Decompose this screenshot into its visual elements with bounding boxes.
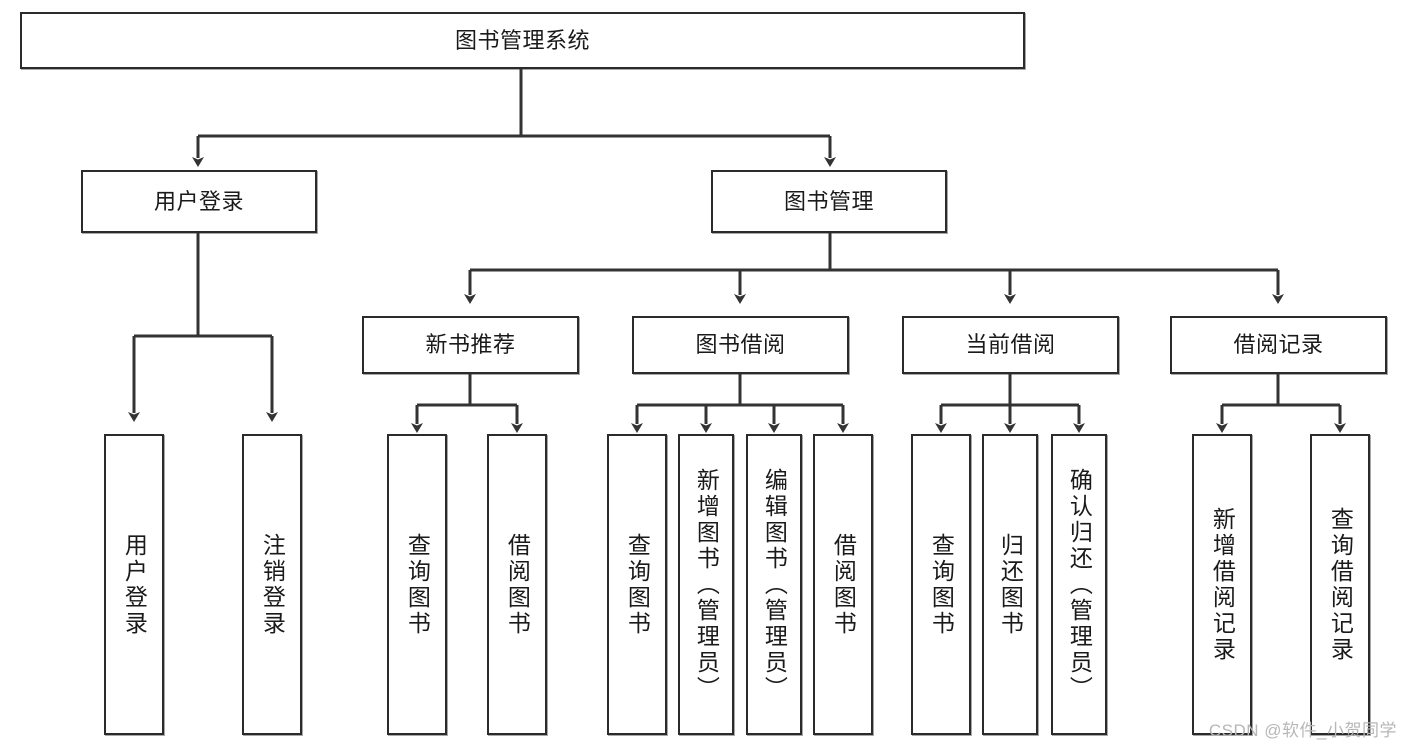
node-book-management[interactable]: 图书管理 — [711, 170, 947, 233]
node-label: 查询图书 — [624, 532, 651, 637]
node-label: 用户登录 — [153, 188, 244, 214]
node-root-book-management-system[interactable]: 图书管理系统 — [20, 12, 1025, 69]
leaf-query-book-recommend[interactable]: 查询图书 — [387, 434, 447, 735]
leaf-user-login[interactable]: 用户登录 — [104, 434, 164, 735]
leaf-edit-book-admin[interactable]: 编辑图书（管理员） — [746, 434, 802, 735]
node-label: 查询图书 — [404, 532, 431, 637]
leaf-query-book-current[interactable]: 查询图书 — [911, 434, 971, 735]
node-label: 用户登录 — [121, 532, 148, 637]
node-label: 归还图书 — [997, 532, 1024, 637]
node-borrow-record[interactable]: 借阅记录 — [1170, 316, 1387, 374]
node-label: 借阅图书 — [830, 532, 857, 637]
leaf-confirm-return-admin[interactable]: 确认归还（管理员） — [1051, 434, 1107, 735]
node-label: 图书借阅 — [695, 332, 786, 358]
node-label: 新书推荐 — [425, 332, 516, 358]
node-label: 查询图书 — [928, 532, 955, 637]
leaf-query-book-borrow[interactable]: 查询图书 — [607, 434, 667, 735]
leaf-return-book[interactable]: 归还图书 — [982, 434, 1038, 735]
node-book-borrow[interactable]: 图书借阅 — [632, 316, 849, 374]
leaf-add-book-admin[interactable]: 新增图书（管理员） — [678, 434, 734, 735]
node-current-borrow[interactable]: 当前借阅 — [902, 316, 1119, 374]
node-label: 当前借阅 — [965, 332, 1056, 358]
leaf-logout[interactable]: 注销登录 — [242, 434, 302, 735]
node-label: 图书管理系统 — [454, 27, 590, 53]
leaf-add-borrow-record[interactable]: 新增借阅记录 — [1192, 434, 1252, 735]
node-label: 确认归还（管理员） — [1066, 467, 1093, 702]
node-label: 编辑图书（管理员） — [761, 467, 788, 702]
node-label: 新增图书（管理员） — [693, 467, 720, 702]
leaf-borrow-book-recommend[interactable]: 借阅图书 — [487, 434, 547, 735]
node-label: 新增借阅记录 — [1209, 506, 1236, 663]
leaf-query-borrow-record[interactable]: 查询借阅记录 — [1310, 434, 1370, 735]
node-label: 注销登录 — [259, 532, 286, 637]
node-new-book-recommend[interactable]: 新书推荐 — [362, 316, 579, 374]
node-user-login[interactable]: 用户登录 — [81, 170, 317, 233]
leaf-borrow-book[interactable]: 借阅图书 — [813, 434, 873, 735]
watermark-text: CSDN @软件_小贺同学 — [1208, 721, 1397, 740]
node-label: 借阅图书 — [504, 532, 531, 637]
node-label: 借阅记录 — [1233, 332, 1324, 358]
node-label: 图书管理 — [783, 188, 874, 214]
node-label: 查询借阅记录 — [1327, 506, 1354, 663]
